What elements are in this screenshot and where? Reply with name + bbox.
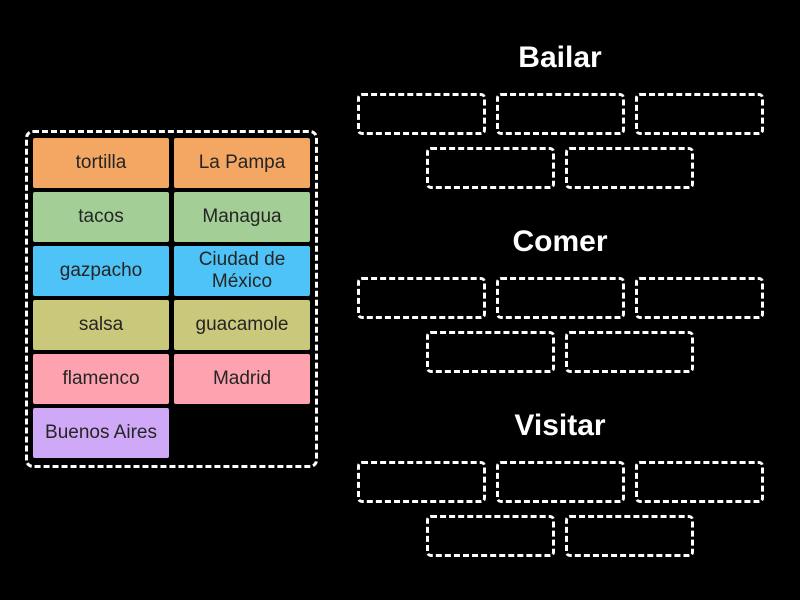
drop-slot[interactable] — [356, 277, 486, 319]
word-tile[interactable]: guacamole — [174, 300, 310, 350]
group-visitar: Visitar — [350, 408, 770, 569]
group-bailar: Bailar — [350, 40, 770, 201]
group-title-visitar: Visitar — [514, 409, 606, 442]
word-tile[interactable]: tortilla — [33, 138, 169, 188]
word-tile[interactable]: Managua — [174, 192, 310, 242]
word-tile[interactable]: Madrid — [174, 354, 310, 404]
word-bank: tortilla La Pampa tacos Managua gazpacho… — [25, 130, 318, 468]
slot-row — [426, 147, 694, 189]
word-tile[interactable]: La Pampa — [174, 138, 310, 188]
drop-slot[interactable] — [634, 277, 764, 319]
drop-slot[interactable] — [495, 277, 625, 319]
slot-row — [356, 93, 764, 135]
group-title-comer: Comer — [512, 225, 608, 258]
word-tile[interactable]: tacos — [33, 192, 169, 242]
word-tile[interactable]: gazpacho — [33, 246, 169, 296]
word-tile[interactable]: Buenos Aires — [33, 408, 169, 458]
drop-slot[interactable] — [634, 93, 764, 135]
drop-slot[interactable] — [356, 93, 486, 135]
drop-slot[interactable] — [495, 93, 625, 135]
drop-slot[interactable] — [426, 515, 555, 557]
group-title-bailar: Bailar — [518, 41, 602, 74]
drop-slot[interactable] — [565, 515, 694, 557]
drop-slot[interactable] — [356, 461, 486, 503]
drop-slot[interactable] — [565, 331, 694, 373]
word-tile[interactable]: Ciudad de México — [174, 246, 310, 296]
word-tile[interactable]: salsa — [33, 300, 169, 350]
slot-row — [356, 277, 764, 319]
drop-slot[interactable] — [565, 147, 694, 189]
slot-row — [426, 331, 694, 373]
drop-slot[interactable] — [634, 461, 764, 503]
slot-row — [426, 515, 694, 557]
drop-slot[interactable] — [426, 147, 555, 189]
drop-slot[interactable] — [426, 331, 555, 373]
word-tile[interactable]: flamenco — [33, 354, 169, 404]
group-comer: Comer — [350, 224, 770, 385]
slot-row — [356, 461, 764, 503]
drop-slot[interactable] — [495, 461, 625, 503]
